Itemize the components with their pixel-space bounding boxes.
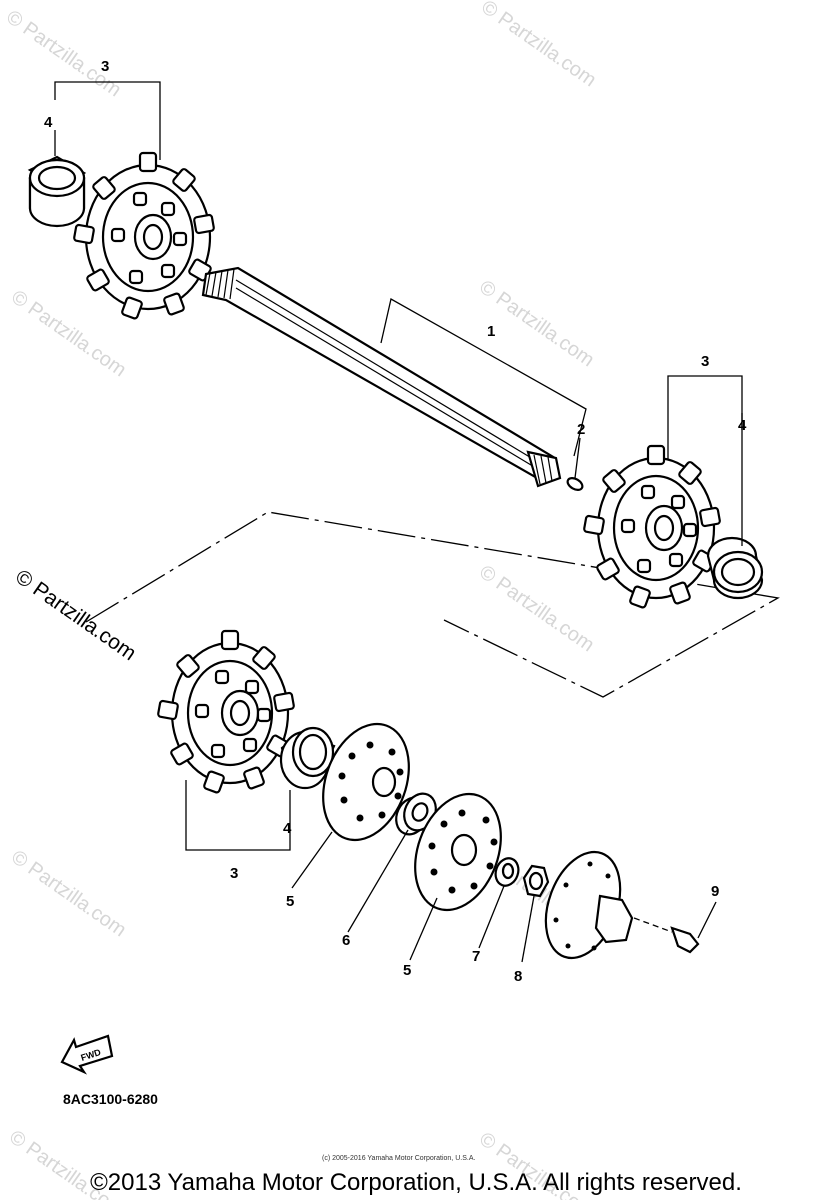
watermark: © Partzilla.com [7,846,130,941]
plate-right [414,792,502,912]
fine-print: (c) 2005-2016 Yamaha Motor Corporation, … [322,1155,475,1162]
callout-labels: 3 4 1 2 3 4 4 3 5 6 5 7 8 9 [44,58,747,985]
drive-shaft [201,266,562,488]
bushing-top-left [27,155,87,228]
callout-2: 2 [577,421,585,438]
assembly-outline [85,511,780,698]
flange-hub [544,850,634,960]
sprocket-top-left [73,151,215,320]
callout-5: 5 [403,962,411,979]
watermark-layer: © Partzilla.com © Partzilla.com © Partzi… [2,0,600,1200]
plate-left [322,722,410,842]
watermark: © Partzilla.com [475,561,598,656]
callout-1: 1 [487,323,495,340]
callout-4: 4 [283,820,292,837]
watermark: © Partzilla.com [477,0,600,91]
callout-9: 9 [711,883,719,900]
diagram-code: 8AC3100-6280 [63,1091,158,1107]
callout-7: 7 [472,948,480,965]
callout-3: 3 [230,865,238,882]
watermark-dark: © Partzilla.com [11,565,140,665]
pin [566,477,584,491]
bushing-right [706,536,764,600]
sprocket-bottom [157,629,295,794]
callout-4: 4 [44,114,53,131]
watermark: © Partzilla.com [7,286,130,381]
bolt [633,917,700,954]
callout-5: 5 [286,893,294,910]
callout-3: 3 [701,353,709,370]
callout-8: 8 [514,968,522,985]
sprocket-right [583,444,721,609]
nut [522,864,550,898]
callout-3: 3 [101,58,109,75]
callout-6: 6 [342,932,350,949]
bearing [395,792,437,836]
watermark: © Partzilla.com [2,6,125,101]
bushing-bottom [279,726,336,790]
washer [494,857,520,887]
callout-4: 4 [738,417,747,434]
copyright-text: ©2013 Yamaha Motor Corporation, U.S.A. A… [90,1169,742,1196]
callout-lines [54,81,743,963]
fwd-arrow-icon: FWD [60,1034,114,1075]
